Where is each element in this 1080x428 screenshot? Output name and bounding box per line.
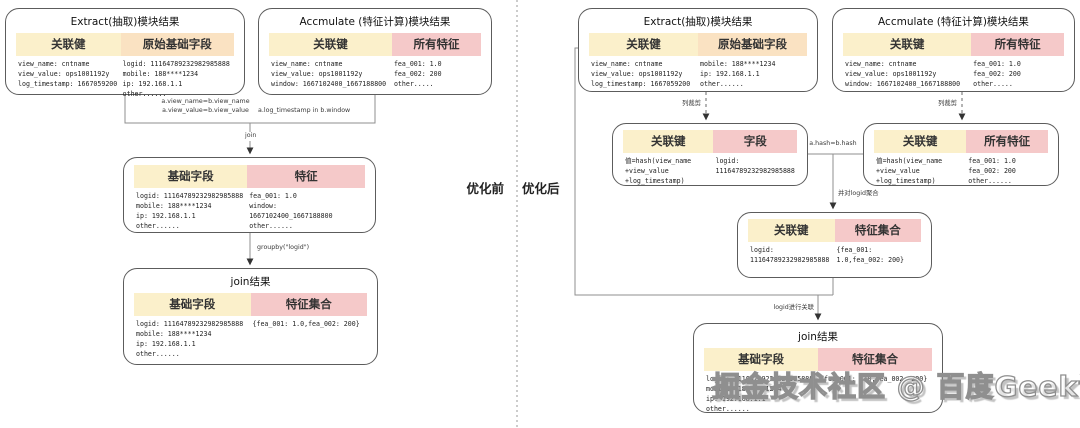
window-condition-label: a.log_timestamp in b.window bbox=[258, 107, 351, 114]
column-header-features: 所有特征 bbox=[966, 130, 1048, 153]
column-header-key: 关联键 bbox=[843, 33, 972, 56]
column-header-fields: 原始基础字段 bbox=[120, 33, 234, 56]
join-result-box-before: join结果 基础字段 特征集合 logid: 1116478923298298… bbox=[123, 268, 378, 365]
column-header-base-fields: 基础字段 bbox=[704, 348, 818, 371]
column-header-key: 关联键 bbox=[623, 130, 714, 153]
column-content-feature-set: {fea_001: 1.0,fea_002: 200} bbox=[252, 320, 360, 328]
column-header-feature-set: 特征集合 bbox=[818, 348, 932, 371]
extract-result-box-after: Extract(抽取)模块结果 关联健 原始基础字段 view_name: cn… bbox=[578, 8, 818, 92]
column-content-features: fea_001: 1.0 window: 1667102400_16671888… bbox=[249, 192, 333, 230]
column-header-fields: 原始基础字段 bbox=[698, 33, 807, 56]
box-title: Extract(抽取)模块结果 bbox=[70, 16, 180, 28]
column-header-key: 关联键 bbox=[748, 219, 835, 242]
join-arrow-label: join bbox=[243, 132, 259, 141]
before-label: 优化前 bbox=[466, 181, 504, 196]
box-title: Accmulate (特征计算)模块结果 bbox=[878, 16, 1029, 28]
column-content-fields: logid: 11164789232982985888 bbox=[715, 157, 795, 175]
join-result-box-after: join结果 基础字段 特征集合 logid: 1116478923298298… bbox=[693, 323, 943, 413]
column-content-base-fields: logid: 11164789232982985888 mobile: 188*… bbox=[136, 320, 244, 358]
join-condition-label: a.view_name=b.view_name a.view_value=b.v… bbox=[161, 98, 250, 114]
hashed-key-features-box: 关联键 所有特征 值=hash(view_name +view_value +l… bbox=[863, 123, 1059, 186]
column-header-feature-set: 特征集合 bbox=[250, 293, 367, 316]
column-header-feature-set: 特征集合 bbox=[834, 219, 921, 242]
column-header-key: 关联键 bbox=[874, 130, 967, 153]
accmulate-result-box-after: Accmulate (特征计算)模块结果 关联键 所有特征 view_name:… bbox=[832, 8, 1075, 92]
hash-join-label: a.hash=b.hash bbox=[809, 140, 857, 147]
column-content-fields: logid: 11164789232982985888 mobile: 188*… bbox=[122, 60, 230, 98]
column-content-key: 值=hash(view_name +view_value +log_timest… bbox=[876, 157, 943, 185]
column-header-key: 关联健 bbox=[16, 33, 121, 56]
aggregated-features-box: 关联键 特征集合 logid: 11164789232982985888 {fe… bbox=[737, 212, 932, 278]
column-content-key: logid: 11164789232982985888 bbox=[750, 246, 830, 264]
column-header-base-fields: 基础字段 bbox=[134, 293, 251, 316]
column-header-key: 关联键 bbox=[269, 33, 392, 56]
column-header-features: 所有特征 bbox=[391, 33, 481, 56]
column-content-fields: mobile: 188****1234 ip: 192.168.1.1 othe… bbox=[700, 60, 776, 88]
column-content-key: view_name: cntname view_value: ops100119… bbox=[591, 60, 691, 88]
column-content-key: view_name: cntname view_value: ops100119… bbox=[271, 60, 387, 88]
column-content-key: view_name: cntname view_value: ops100119… bbox=[18, 60, 118, 88]
column-content-feature-set: {fea_001: 1.0,fea_002: 200} bbox=[820, 375, 928, 383]
watermark: 掘金技术社区 @ 百度Geek说 bbox=[711, 369, 1080, 403]
after-label: 优化后 bbox=[522, 181, 560, 196]
column-prune-label-left: 列裁剪 bbox=[682, 100, 701, 107]
column-content-key: view_name: cntname view_value: ops100119… bbox=[845, 60, 961, 88]
hashed-key-fields-box: 关联键 字段 值=hash(view_name +view_value +log… bbox=[612, 123, 808, 186]
column-prune-label-right: 列裁剪 bbox=[938, 100, 957, 107]
logid-join-label: logid进行关联 bbox=[773, 304, 814, 311]
extract-result-box-before: Extract(抽取)模块结果 关联健 原始基础字段 view_name: cn… bbox=[5, 8, 245, 98]
column-content-base-fields: logid: 11164789232982985888 mobile: 188*… bbox=[136, 192, 244, 230]
box-title: Extract(抽取)模块结果 bbox=[643, 16, 753, 28]
column-header-features: 所有特征 bbox=[971, 33, 1064, 56]
box-title: join结果 bbox=[798, 331, 838, 343]
box-title: join结果 bbox=[230, 276, 271, 288]
column-header-base-fields: 基础字段 bbox=[134, 165, 248, 188]
column-header-key: 关联健 bbox=[589, 33, 698, 56]
column-content-key: 值=hash(view_name +view_value +log_timest… bbox=[625, 157, 692, 185]
column-content-feature-set: {fea_001: 1.0,fea_002: 200} bbox=[836, 246, 905, 264]
box-title: Accmulate (特征计算)模块结果 bbox=[299, 16, 451, 28]
groupby-label: groupby("logid") bbox=[257, 244, 310, 251]
joined-fields-box-before: 基础字段 特征 logid: 11164789232982985888 mobi… bbox=[123, 157, 376, 233]
column-header-features: 特征 bbox=[247, 165, 365, 188]
column-content-features: fea_001: 1.0 fea_002: 200 other..... bbox=[393, 60, 442, 88]
accmulate-result-box-before: Accmulate (特征计算)模块结果 关联键 所有特征 view_name:… bbox=[258, 8, 492, 95]
column-content-features: fea_001: 1.0 fea_002: 200 other...... bbox=[968, 157, 1016, 185]
logid-aggregate-label: 并对logid聚合 bbox=[838, 190, 879, 197]
column-content-base-fields: logid: 11164789232982985888 mobile: 188*… bbox=[706, 375, 814, 413]
column-header-fields: 字段 bbox=[713, 130, 797, 153]
column-content-features: fea_001: 1.0 fea_002: 200 other..... bbox=[973, 60, 1021, 88]
